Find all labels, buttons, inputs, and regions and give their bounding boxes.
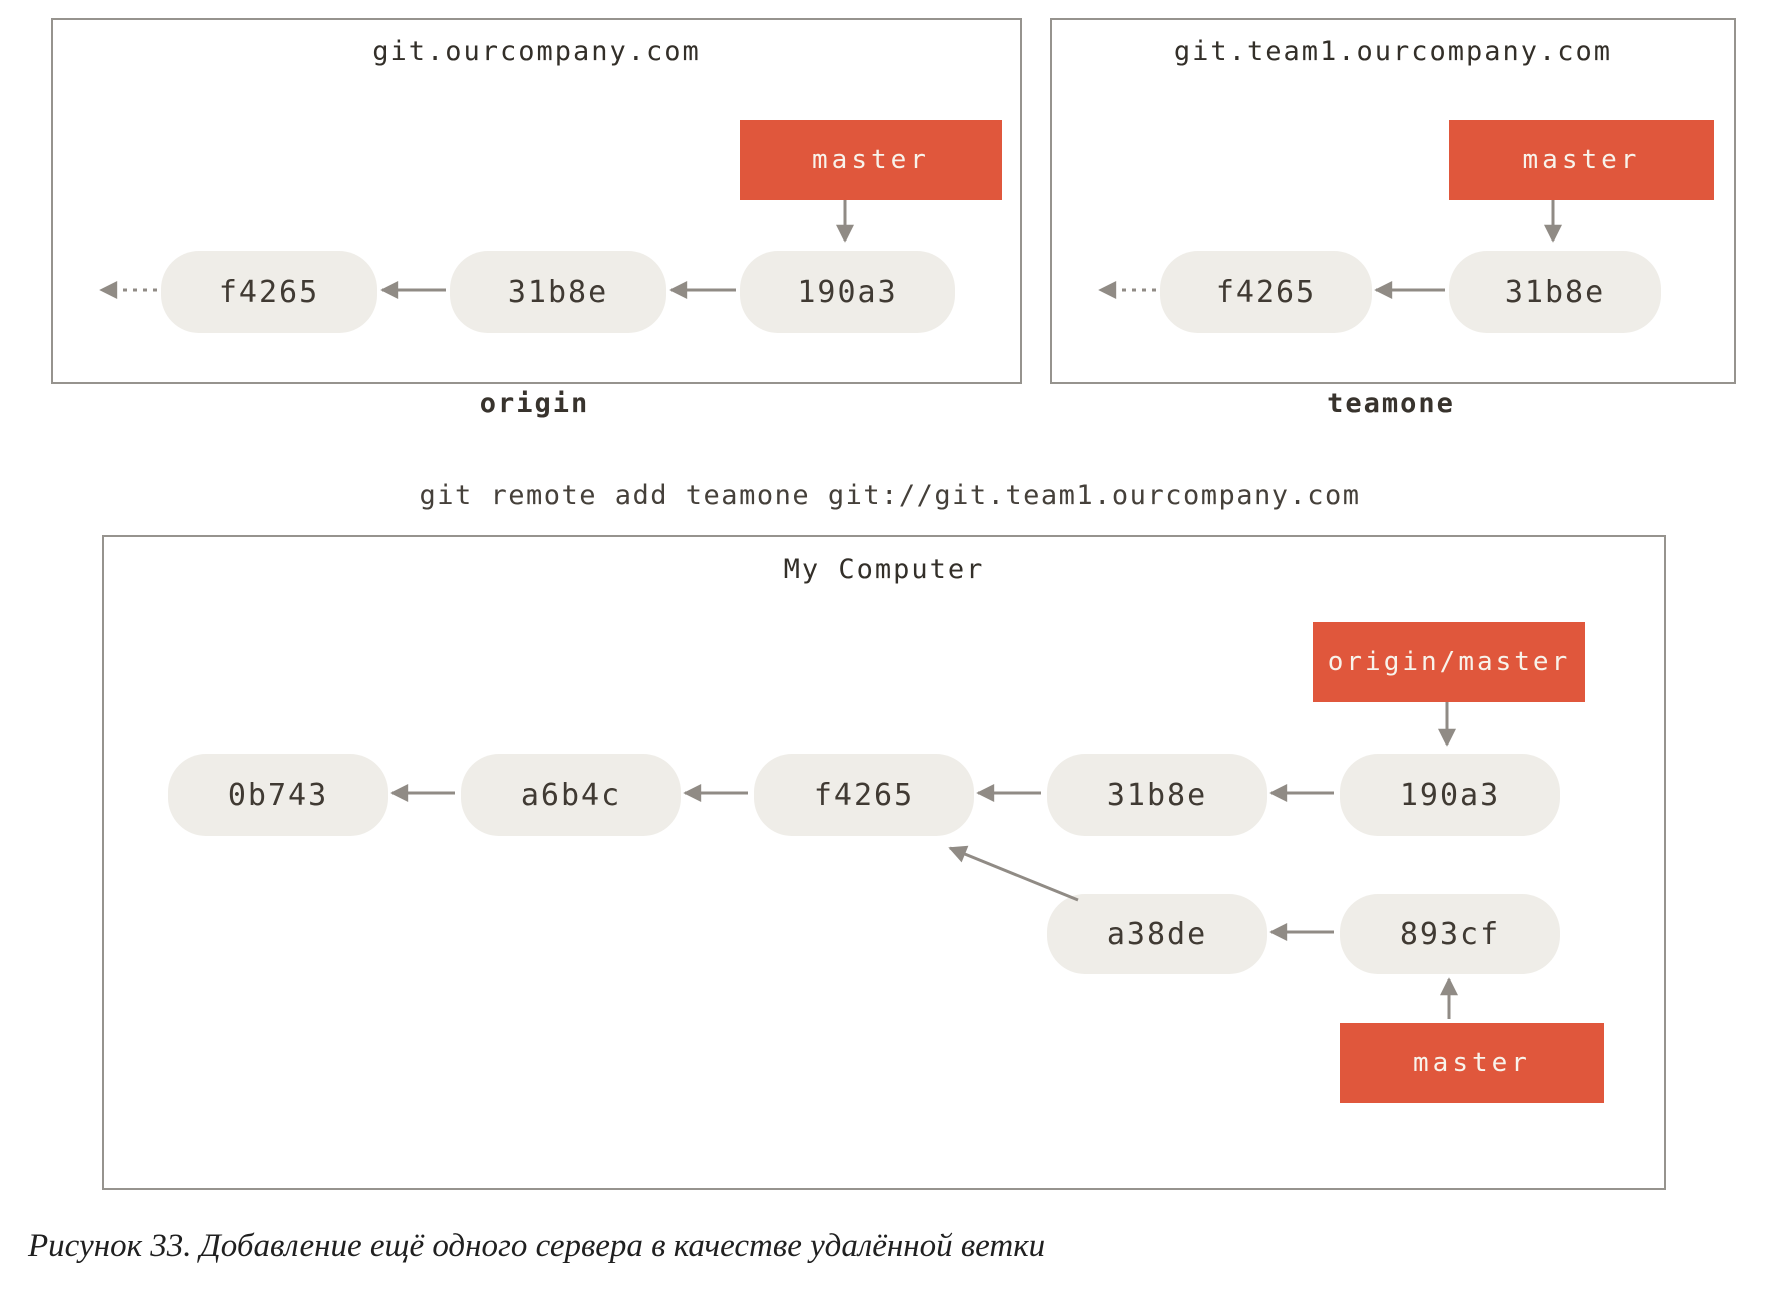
server-hostname: git.team1.ourcompany.com (1173, 36, 1613, 67)
branch-tag-label: origin/master (1327, 647, 1571, 677)
commit-id: 31b8e (1106, 777, 1208, 813)
commit-id: 893cf (1399, 916, 1501, 952)
commit-node: a6b4c (461, 754, 681, 836)
commit-id: a6b4c (520, 777, 622, 813)
commit-node: 31b8e (1449, 251, 1661, 333)
commit-node: 190a3 (1340, 754, 1560, 836)
commit-node: a38de (1047, 894, 1267, 974)
git-command-text: git remote add teamone git://git.team1.o… (419, 480, 1361, 511)
commit-id: f4265 (218, 274, 320, 310)
branch-tag-master: master (1449, 120, 1714, 200)
branch-tag-local-master: master (1340, 1023, 1604, 1103)
branch-tag-label: master (812, 145, 930, 175)
branch-tag-origin-master: origin/master (1313, 622, 1585, 702)
figure-caption: Рисунок 33. Добавление ещё одного сервер… (28, 1228, 1046, 1264)
commit-id: 190a3 (1399, 777, 1501, 813)
remote-server-box-teamone: git.team1.ourcompany.com master f4265 31… (1050, 18, 1736, 384)
remote-name-teamone: teamone (1327, 388, 1455, 419)
commit-node: f4265 (161, 251, 377, 333)
branch-tag-label: master (1522, 145, 1641, 175)
server-hostname: git.ourcompany.com (372, 36, 701, 67)
branch-tag-label: master (1413, 1048, 1531, 1078)
commit-id: 31b8e (1504, 274, 1606, 310)
branch-tag-master: master (740, 120, 1002, 200)
remote-server-box-origin: git.ourcompany.com master f4265 31b8e 19… (51, 18, 1022, 384)
commit-id: 0b743 (227, 777, 329, 813)
commit-node: 31b8e (450, 251, 666, 333)
commit-node: 31b8e (1047, 754, 1267, 836)
local-computer-box: My Computer origin/master 0b743 a6b4c f4… (102, 535, 1666, 1190)
commit-node: f4265 (1160, 251, 1372, 333)
commit-id: f4265 (813, 777, 915, 813)
commit-node: 190a3 (740, 251, 955, 333)
commit-id: a38de (1106, 916, 1208, 952)
remote-name-origin: origin (479, 388, 590, 419)
commit-node: 0b743 (168, 754, 388, 836)
commit-id: 31b8e (507, 274, 609, 310)
local-box-title: My Computer (783, 554, 985, 585)
commit-node: 893cf (1340, 894, 1560, 974)
commit-node: f4265 (754, 754, 974, 836)
commit-id: 190a3 (797, 274, 898, 310)
commit-id: f4265 (1215, 274, 1317, 310)
